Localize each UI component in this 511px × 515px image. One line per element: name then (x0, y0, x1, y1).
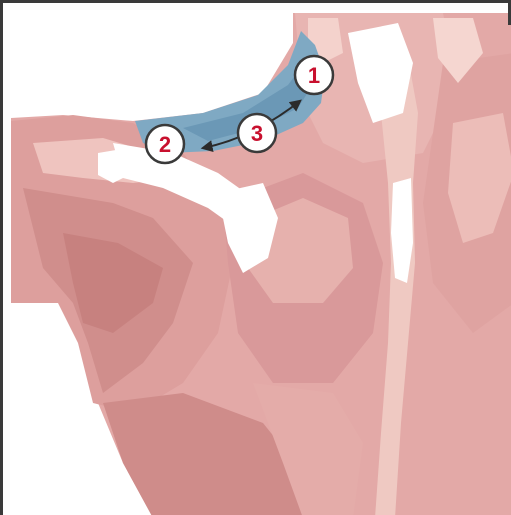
marker-3: 3 (238, 114, 276, 152)
anatomy-illustration: 1 2 3 (3, 3, 511, 515)
marker-3-label: 3 (251, 121, 263, 146)
marker-2-label: 2 (159, 132, 171, 157)
marker-1-label: 1 (308, 63, 320, 88)
marker-2: 2 (146, 125, 184, 163)
marker-1: 1 (295, 56, 333, 94)
